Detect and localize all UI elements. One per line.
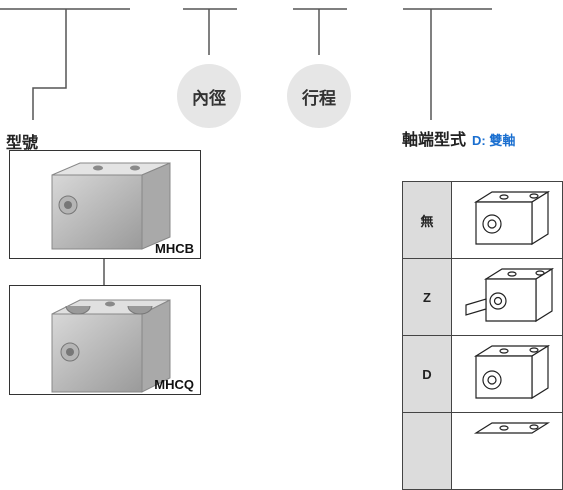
connector-lines xyxy=(0,8,492,285)
cylinder-block-icon xyxy=(51,162,171,250)
stroke-label: 行程 xyxy=(302,88,336,108)
option-row-partial xyxy=(402,412,563,490)
option-code-d: D xyxy=(402,335,452,413)
option-code-partial xyxy=(402,412,452,490)
block-no-rod-icon xyxy=(473,190,551,246)
rod-end-title: 軸端型式 xyxy=(402,132,467,149)
cylinder-block-with-ports-icon xyxy=(51,299,171,393)
option-row-d: D xyxy=(402,335,563,413)
bore-label: 內徑 xyxy=(192,88,226,108)
bore-bubble: 內徑 xyxy=(177,64,241,128)
option-code-none: 無 xyxy=(402,181,452,259)
model-photo-mhcq: MHCQ xyxy=(9,285,201,395)
block-partial-icon xyxy=(473,422,551,434)
option-image-partial xyxy=(451,412,563,490)
stroke-bubble: 行程 xyxy=(287,64,351,128)
option-image-d xyxy=(451,335,563,413)
option-image-none xyxy=(451,181,563,259)
option-image-z xyxy=(451,258,563,336)
option-row-z: Z xyxy=(402,258,563,336)
model-drop-line xyxy=(32,9,67,120)
block-rod-z-icon xyxy=(465,267,555,323)
option-row-none: 無 xyxy=(402,181,563,259)
rod-end-heading: 軸端型式 D: 雙軸 xyxy=(402,126,515,150)
rod-end-subtitle: D: 雙軸 xyxy=(472,133,515,148)
block-double-rod-icon xyxy=(473,344,551,400)
rod-end-sub-text: : 雙軸 xyxy=(481,133,516,148)
model-label-mhcq: MHCQ xyxy=(154,377,194,392)
option-code-z: Z xyxy=(402,258,452,336)
model-heading: 型號 xyxy=(6,135,39,152)
rod-end-options-table: 無 Z xyxy=(402,181,563,490)
model-label-mhcb: MHCB xyxy=(155,241,194,256)
rod-end-sub-code: D xyxy=(472,133,482,148)
model-photo-mhcb: MHCB xyxy=(9,150,201,259)
